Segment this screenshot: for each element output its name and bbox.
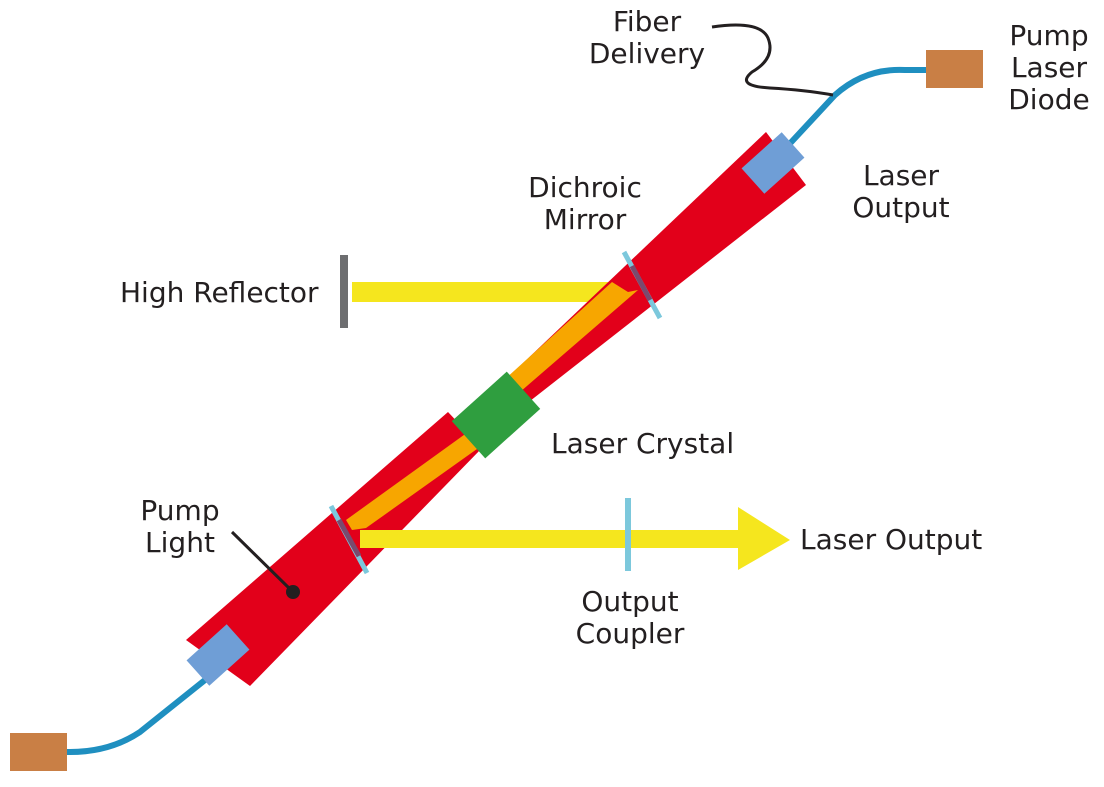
high-reflector: [340, 255, 348, 328]
dichroic-mirror-top-overlap: [629, 264, 653, 302]
laser-crystal: [451, 371, 541, 459]
pump-light-label-line1: Pump: [140, 494, 220, 527]
laser-beam-lower: [360, 507, 790, 570]
output-coupler: [625, 498, 631, 571]
laser-crystal-label: Laser Crystal: [551, 427, 735, 460]
pump-laser-diode-label-line2: Laser: [1010, 51, 1088, 84]
laser-output-top-label: Laser Output: [836, 160, 966, 224]
laser-beam-diagonal-lower: [346, 432, 484, 530]
pump-light-label-line2: Light: [145, 526, 215, 559]
pump-laser-diode-label: Pump Laser Diode: [994, 20, 1104, 116]
laser-beam-diagonal-upper: [504, 282, 638, 392]
pump-light-leader-dot: [286, 585, 300, 599]
fiber-delivery-label-line1: Fiber: [612, 5, 682, 38]
pump-light-leader: [230, 530, 294, 593]
laser-output-top-label-line1: Laser: [862, 159, 940, 192]
fiber-top: [767, 66, 933, 168]
pump-laser-diode-bottom: [10, 733, 67, 771]
pump-laser-diode-label-line1: Pump: [1009, 19, 1089, 52]
dichroic-mirror-label-line2: Mirror: [543, 203, 627, 236]
pump-laser-diode-top: [926, 50, 983, 88]
collimator-bottom: [186, 624, 250, 686]
fiber-delivery-leader: [711, 23, 834, 97]
fiber-delivery-label: Fiber Delivery: [572, 6, 722, 70]
pump-laser-diode-label-line3: Diode: [1008, 83, 1090, 116]
laser-beam-upper: [352, 282, 628, 302]
dichroic-mirror-bottom-overlap: [336, 518, 362, 558]
output-coupler-label: Output Coupler: [560, 586, 700, 650]
fiber-bottom: [42, 665, 223, 755]
fiber-delivery-label-line2: Delivery: [588, 37, 706, 70]
output-coupler-label-line1: Output: [581, 585, 679, 618]
high-reflector-label: High Reflector: [120, 276, 319, 309]
output-coupler-label-line2: Coupler: [575, 617, 685, 650]
laser-output-top-label-line2: Output: [852, 191, 950, 224]
pump-light-label: Pump Light: [120, 495, 240, 559]
dichroic-mirror-label: Dichroic Mirror: [510, 172, 660, 236]
collimator-top: [741, 132, 805, 194]
laser-output-right-label: Laser Output: [800, 523, 983, 556]
dichroic-mirror-label-line1: Dichroic: [528, 171, 642, 204]
